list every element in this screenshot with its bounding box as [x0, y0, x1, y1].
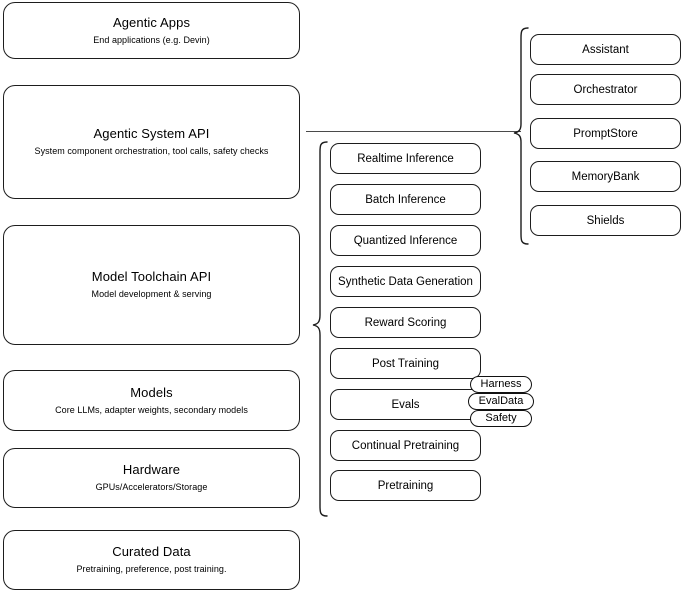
stack-layer-models[interactable]: Models Core LLMs, adapter weights, secon… — [3, 370, 300, 431]
brace-system-components — [513, 26, 529, 248]
stack-layer-subtitle: Pretraining, preference, post training. — [76, 564, 227, 574]
component-post-training[interactable]: Post Training — [330, 348, 481, 379]
system-component-label: Orchestrator — [573, 83, 638, 96]
stack-layer-subtitle: Core LLMs, adapter weights, secondary mo… — [55, 404, 248, 415]
eval-tag-harness[interactable]: Harness — [470, 376, 532, 393]
system-component-promptstore[interactable]: PromptStore — [530, 118, 681, 149]
component-evals[interactable]: Evals — [330, 389, 481, 420]
component-synthetic-data-generation[interactable]: Synthetic Data Generation — [330, 266, 481, 297]
stack-layer-subtitle: GPUs/Accelerators/Storage — [95, 482, 208, 492]
system-component-shields[interactable]: Shields — [530, 205, 681, 236]
component-label: Realtime Inference — [357, 152, 454, 165]
eval-tag-safety[interactable]: Safety — [470, 410, 532, 427]
system-component-label: Shields — [586, 214, 625, 227]
component-realtime-inference[interactable]: Realtime Inference — [330, 143, 481, 174]
stack-layer-model-toolchain-api[interactable]: Model Toolchain API Model development & … — [3, 225, 300, 345]
eval-tag-label: EvalData — [478, 395, 524, 407]
component-pretraining[interactable]: Pretraining — [330, 470, 481, 501]
system-component-memorybank[interactable]: MemoryBank — [530, 161, 681, 192]
connector-line-system-api-to-components — [306, 131, 521, 133]
stack-layer-title: Models — [130, 384, 173, 400]
stack-layer-agentic-apps[interactable]: Agentic Apps End applications (e.g. Devi… — [3, 2, 300, 59]
system-component-assistant[interactable]: Assistant — [530, 34, 681, 65]
component-continual-pretraining[interactable]: Continual Pretraining — [330, 430, 481, 461]
system-component-label: Assistant — [582, 43, 629, 56]
stack-layer-hardware[interactable]: Hardware GPUs/Accelerators/Storage — [3, 448, 300, 508]
component-quantized-inference[interactable]: Quantized Inference — [330, 225, 481, 256]
stack-layer-title: Curated Data — [112, 544, 191, 559]
eval-tag-evaldata[interactable]: EvalData — [468, 393, 534, 410]
stack-layer-subtitle: System component orchestration, tool cal… — [34, 146, 269, 156]
system-component-label: MemoryBank — [571, 170, 640, 183]
component-label: Batch Inference — [365, 193, 446, 206]
stack-layer-curated-data[interactable]: Curated Data Pretraining, preference, po… — [3, 530, 300, 590]
stack-layer-title: Model Toolchain API — [91, 269, 212, 284]
stack-layer-agentic-system-api[interactable]: Agentic System API System component orch… — [3, 85, 300, 199]
eval-tag-label: Safety — [485, 412, 517, 424]
component-label: Quantized Inference — [353, 234, 458, 247]
stack-layer-title: Agentic System API — [93, 126, 210, 141]
component-batch-inference[interactable]: Batch Inference — [330, 184, 481, 215]
component-label: Continual Pretraining — [351, 439, 460, 452]
component-reward-scoring[interactable]: Reward Scoring — [330, 307, 481, 338]
component-label: Pretraining — [377, 479, 434, 492]
component-label: Post Training — [371, 357, 440, 370]
stack-layer-subtitle: End applications (e.g. Devin) — [93, 34, 210, 45]
stack-layer-title: Agentic Apps — [112, 14, 191, 30]
brace-toolchain-components — [312, 140, 328, 520]
component-label: Reward Scoring — [364, 316, 447, 329]
system-component-orchestrator[interactable]: Orchestrator — [530, 74, 681, 105]
component-label: Evals — [391, 398, 420, 411]
stack-layer-title: Hardware — [122, 462, 181, 477]
component-label: Synthetic Data Generation — [338, 275, 473, 288]
eval-tag-label: Harness — [480, 378, 522, 390]
stack-layer-subtitle: Model development & serving — [91, 289, 212, 299]
system-component-label: PromptStore — [573, 127, 638, 140]
